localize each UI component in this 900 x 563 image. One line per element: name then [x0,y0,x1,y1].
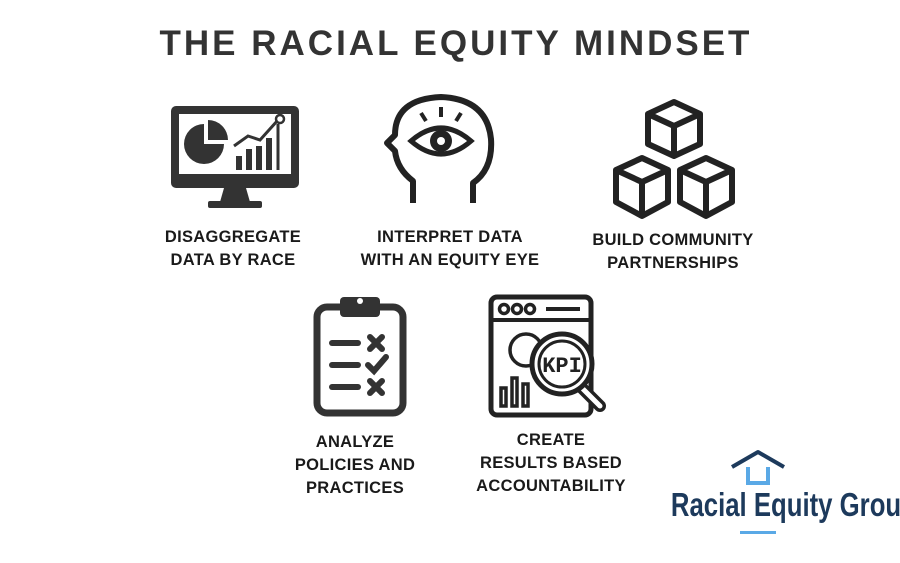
label-line: CREATE [516,431,586,449]
logo-underline [740,531,776,534]
label-line: RESULTS BASED [479,454,623,472]
label-line: BUILD COMMUNITY [592,231,754,249]
item-label-analyze: ANALYZE POLICIES AND PRACTICES [255,431,455,500]
label-line: PARTNERSHIPS [607,254,739,272]
item-label-interpret: INTERPRET DATA WITH AN EQUITY EYE [350,226,550,272]
monitor-chart-icon [171,106,299,208]
item-label-create: CREATE RESULTS BASED ACCOUNTABILITY [451,429,651,498]
head-eye-icon [384,94,495,203]
label-line: INTERPRET DATA [377,228,523,246]
label-line: WITH AN EQUITY EYE [360,251,540,269]
label-line: DATA BY RACE [170,251,296,269]
logo-house-icon [731,450,785,485]
clipboard-checklist-icon [313,297,407,417]
item-label-disaggregate: DISAGGREGATE DATA BY RACE [133,226,333,272]
logo-text: Racial Equity Group [670,486,900,523]
label-line: PRACTICES [305,479,405,497]
label-line: POLICIES AND [294,456,416,474]
label-line: DISAGGREGATE [164,228,302,246]
label-line: ANALYZE [315,433,395,451]
kpi-magnifier-icon: KPI [488,294,606,418]
item-label-build: BUILD COMMUNITY PARTNERSHIPS [573,229,773,275]
kpi-text: KPI [542,354,582,379]
cubes-icon [613,99,735,219]
label-line: ACCOUNTABILITY [476,477,626,495]
page-title: THE RACIAL EQUITY MINDSET [159,24,753,63]
